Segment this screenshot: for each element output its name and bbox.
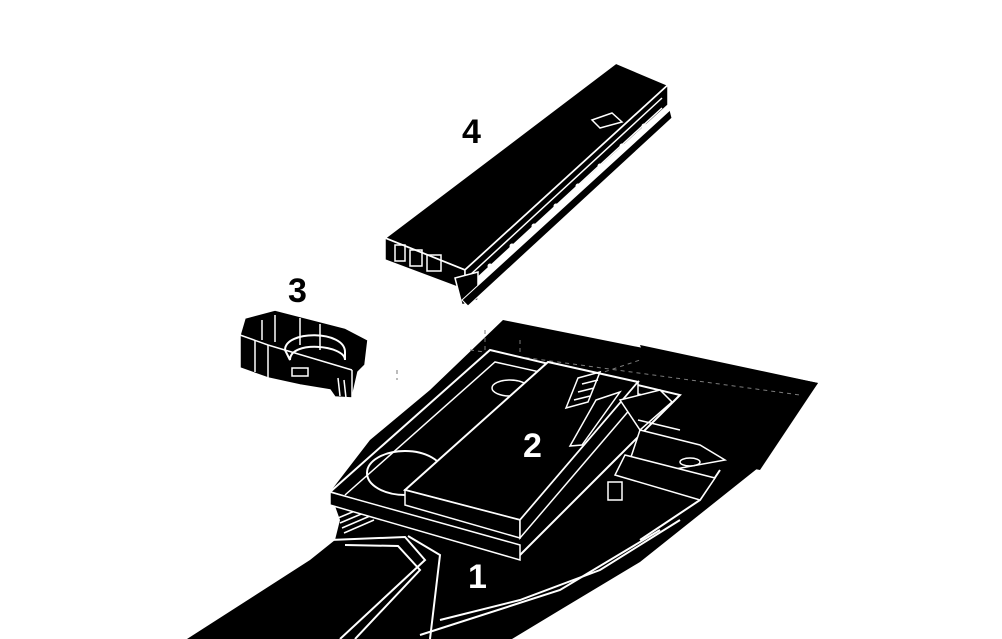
- upper-long-volume: [382, 61, 673, 307]
- roof-stair: [564, 370, 602, 410]
- ground-floor-volume: [327, 348, 728, 561]
- upper-lower-ledge: [461, 109, 673, 307]
- pavilion-mass: [239, 309, 369, 399]
- pavilion-details: [239, 315, 353, 399]
- terrain-right-shelf: [640, 345, 818, 470]
- label-upper-long-volume: 4: [462, 113, 481, 151]
- upper-roof: [382, 61, 670, 272]
- upper-openings: [394, 97, 663, 281]
- upper-window-ribbon: [487, 123, 647, 269]
- label-ground-floor-volume: 2: [523, 427, 542, 465]
- roof-slot: [568, 390, 622, 447]
- curved-pavilion: [239, 309, 369, 399]
- label-curved-pavilion: 3: [288, 272, 307, 310]
- platform-front-face: [329, 491, 521, 561]
- terrain-linework: [329, 469, 721, 639]
- label-site-terrain: 1: [468, 558, 487, 596]
- right-wing: [607, 389, 728, 501]
